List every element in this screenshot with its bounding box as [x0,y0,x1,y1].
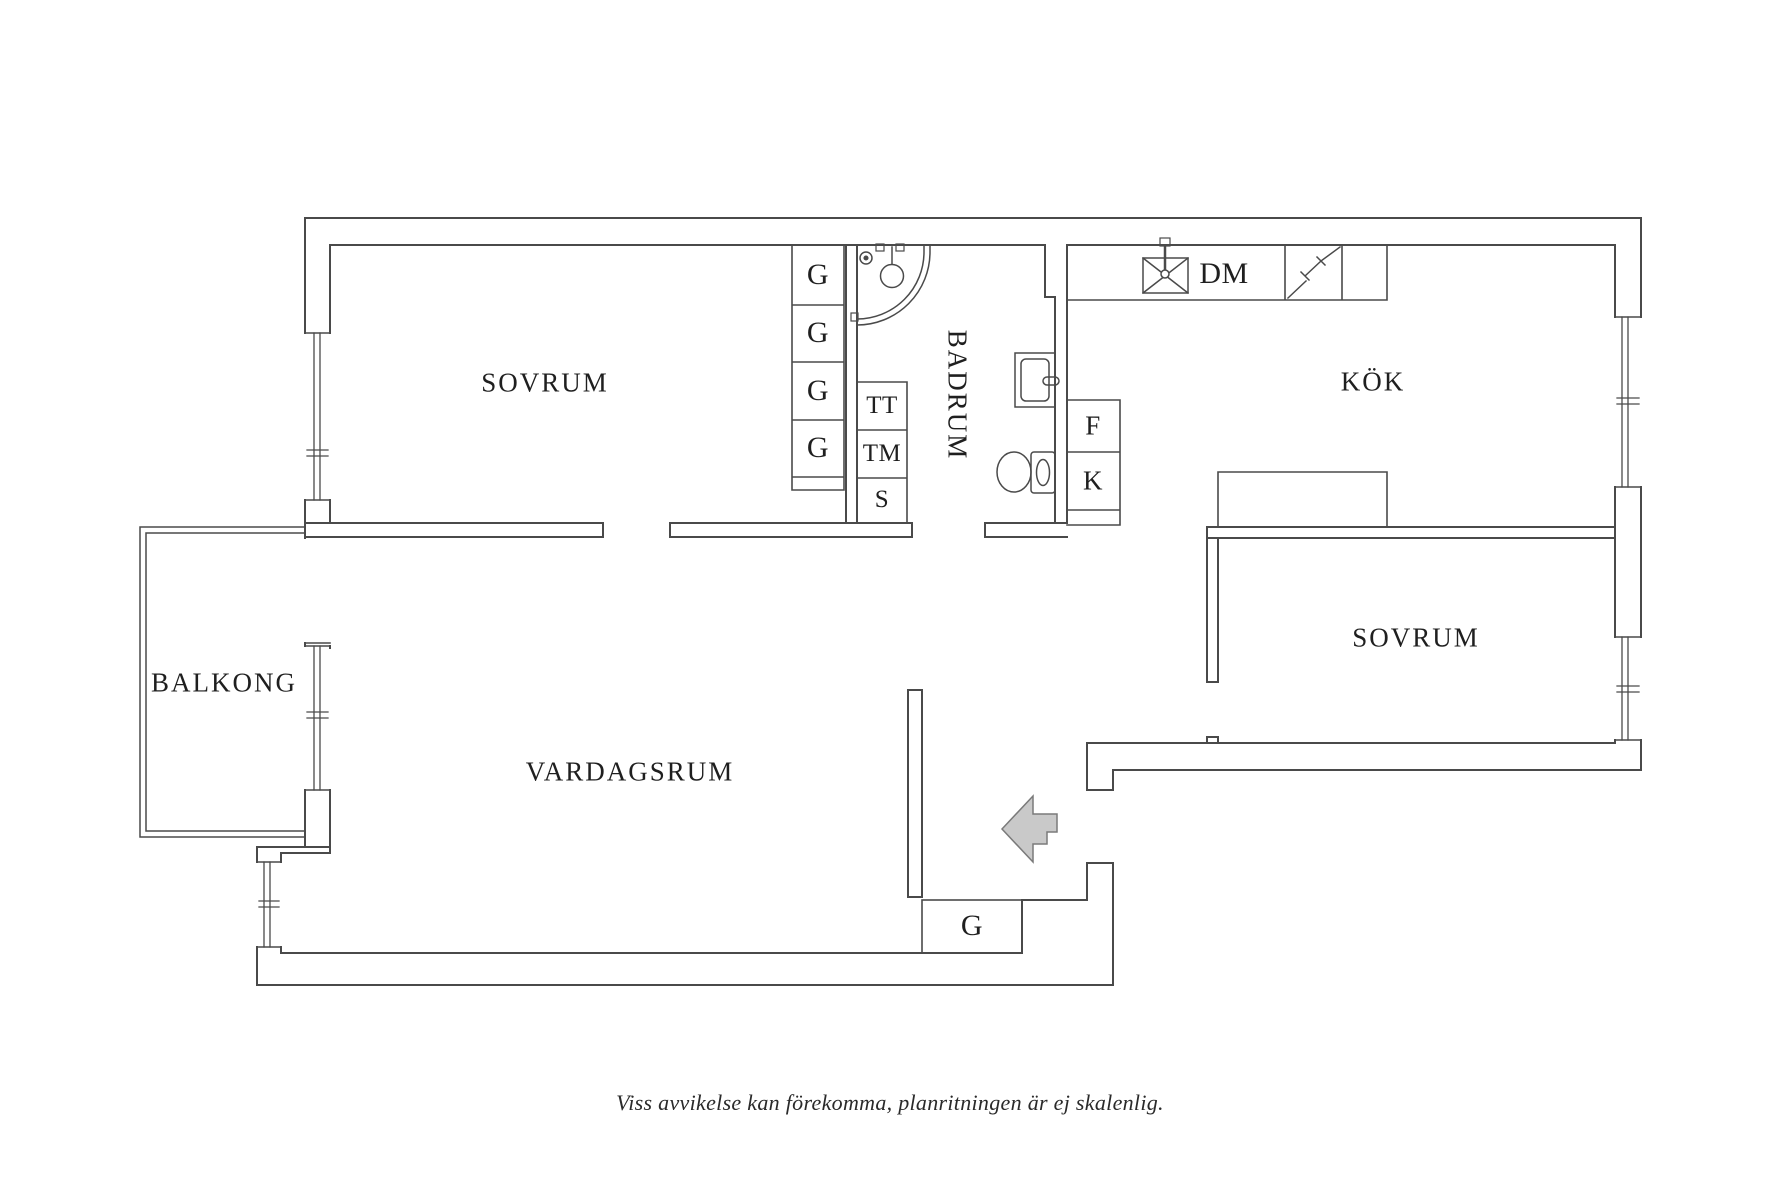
sink-icon [1014,352,1060,408]
entry-wardrobe-box [921,899,1023,954]
freezer-label: F [1085,410,1101,441]
disclaimer-caption: Viss avvikelse kan förekomma, planritnin… [616,1090,1164,1115]
wall-horizontal-main [304,522,1068,538]
laundry-column [856,381,908,524]
entry-wardrobe-label: G [960,909,984,942]
room-label-bathroom: BADRUM [942,329,973,461]
shower-icon [850,243,931,326]
wall-bedroom2-left [1206,537,1219,744]
window-kitchen-east [1616,316,1640,488]
wall-livingroom-right [907,689,923,898]
wall-kitchen-bedroom2 [1206,526,1616,539]
stove-icon [1286,245,1342,300]
kitchen-peninsula [1217,471,1388,528]
room-label-balcony: BALKONG [151,667,297,698]
wardrobe-label-2: G [806,316,830,349]
cabinet-label: S [874,486,890,513]
wall-bathroom [845,244,1068,524]
inner-wall-left [280,244,1023,954]
balcony-outline [139,526,306,838]
washing-machine-label: TM [862,440,902,467]
entry-arrow-icon [1000,794,1058,864]
room-label-kitchen: KÖK [1340,366,1406,397]
window-bedroom1-west [306,332,329,501]
wardrobe-label-1: G [806,258,830,291]
room-label-living-room: VARDAGSRUM [525,756,735,787]
room-label-bedroom-right: SOVRUM [1352,622,1480,653]
outer-wall [256,217,1642,986]
fridge-label: K [1083,465,1103,496]
dishwasher-sink-icon [1141,237,1190,295]
window-livingroom-west [306,645,329,791]
inner-wall-top [329,244,1616,298]
wardrobe-label-4: G [806,431,830,464]
window-lower-west [258,861,280,948]
wall-bedroom2-bottom [1086,742,1616,791]
toilet-icon [996,451,1056,494]
wardrobe-label-3: G [806,374,830,407]
wardrobe-column [791,244,845,491]
tumble-dryer-label: TT [866,392,898,419]
window-bedroom2-east [1616,636,1640,741]
room-label-bedroom-upper: SOVRUM [481,367,609,398]
fridge-freezer-column [1066,399,1121,526]
dishwasher-label: DM [1199,257,1249,290]
kitchen-counter [1066,244,1388,301]
